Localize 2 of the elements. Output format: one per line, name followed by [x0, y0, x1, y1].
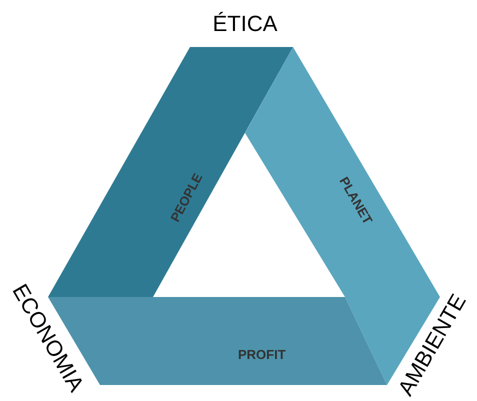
band-label: PROFIT — [238, 347, 286, 362]
pillar-label: ÉTICA — [212, 11, 278, 37]
